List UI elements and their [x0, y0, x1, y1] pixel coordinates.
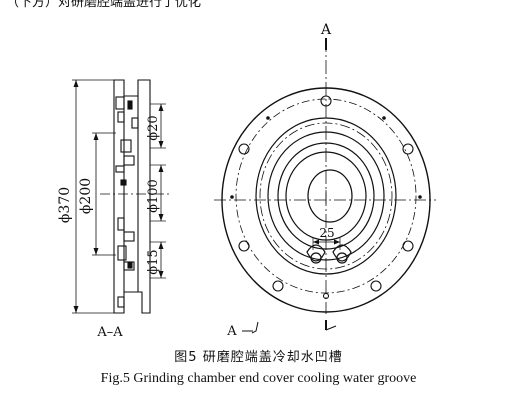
caption-english: Fig.5 Grinding chamber end cover cooling…: [100, 371, 417, 386]
central-bore: [307, 169, 353, 223]
dim-phi100: ϕ100: [146, 179, 161, 213]
section-mark-bottom: A: [226, 324, 237, 339]
outer-rim: [221, 87, 431, 313]
caption-chinese: 图5 研磨腔端盖冷却水凹槽: [174, 350, 343, 365]
section-mark-top: A: [320, 22, 332, 38]
slot-width-label: 25: [319, 226, 334, 240]
header-fragment: （下方）对研磨腔端盖进行了优化: [6, 0, 201, 10]
dim-phi370: ϕ370: [57, 187, 73, 223]
front-view: [214, 38, 436, 331]
section-label: A–A: [96, 325, 123, 340]
dim-phi15: ϕ15: [146, 249, 161, 274]
dim-phi200: ϕ200: [78, 178, 94, 214]
dim-phi20: ϕ20: [146, 115, 161, 140]
section-outline: [113, 79, 151, 314]
dimension-arrows: [73, 80, 164, 313]
bolt-holes: [238, 95, 414, 300]
